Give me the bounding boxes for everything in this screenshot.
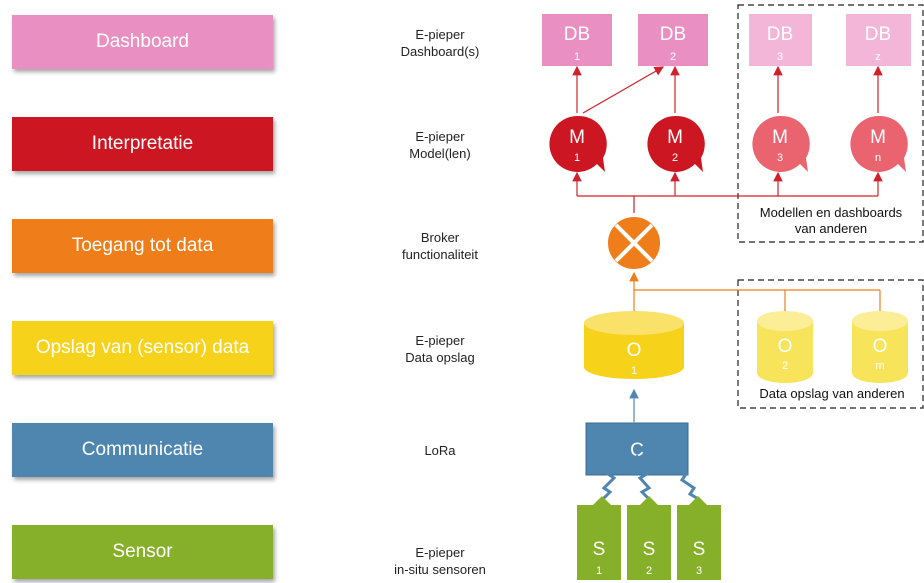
- layer-opslag: Opslag van (sensor) data: [12, 321, 273, 375]
- desc-line: Dashboard(s): [400, 44, 480, 59]
- sensor-s-2: S 2: [627, 505, 671, 580]
- sensor-antenna: [688, 496, 708, 506]
- desc-interpretatie: E-pieper Model(len): [360, 128, 520, 162]
- model-label: M: [870, 127, 886, 148]
- model-sub: 1: [574, 152, 580, 164]
- layer-sensor: Sensor: [12, 525, 273, 579]
- storage-label: O: [873, 336, 888, 357]
- desc-line: E-pieper: [415, 129, 465, 144]
- desc-line: E-pieper: [415, 333, 465, 348]
- signal-icon: [633, 454, 652, 502]
- note-storage-others: Data opslag van anderen: [759, 386, 905, 401]
- model-m-3: M 3: [752, 115, 810, 172]
- group-models-dashboards: [737, 4, 924, 243]
- model-label: M: [569, 127, 585, 148]
- db-label: DB: [865, 24, 891, 45]
- db-sub: z: [875, 51, 881, 63]
- desc-line: in-situ sensoren: [394, 562, 486, 577]
- dashboard-db-z: DB z: [846, 14, 911, 66]
- desc-line: Broker: [420, 230, 460, 245]
- model-sub: n: [875, 152, 881, 164]
- db-label: DB: [660, 24, 686, 45]
- desc-toegang: Broker functionaliteit: [360, 229, 520, 263]
- comm-label: C: [630, 440, 644, 461]
- sensor-label: S: [693, 539, 706, 560]
- desc-sensor: E-pieper in-situ sensoren: [360, 544, 520, 578]
- db-sub: 2: [670, 51, 676, 63]
- model-m-2: M 2: [647, 115, 705, 172]
- model-sub: 3: [777, 152, 783, 164]
- sensor-sub: 1: [596, 565, 602, 577]
- model-m-n: M n: [850, 115, 908, 172]
- storage-label: O: [627, 340, 642, 361]
- desc-line: E-pieper: [415, 27, 465, 42]
- broker-icon: [606, 215, 662, 271]
- storage-o-1: O 1: [584, 311, 684, 379]
- group-storage-others: [737, 279, 924, 409]
- dashboard-db-2: DB 2: [638, 14, 708, 66]
- storage-label: O: [778, 336, 793, 357]
- storage-o-2: O 2: [757, 311, 813, 383]
- note-models-dashboards: Modellen en dashboards van anderen: [742, 205, 920, 237]
- arrow-line: [582, 66, 665, 114]
- desc-line: LoRa: [424, 443, 456, 458]
- desc-communicatie: LoRa: [360, 442, 520, 459]
- desc-line: Model(len): [409, 146, 471, 161]
- signal-icon: [666, 460, 701, 502]
- sensor-label: S: [593, 539, 606, 560]
- dashboard-db-3: DB 3: [749, 14, 812, 66]
- db-label: DB: [767, 24, 793, 45]
- note-line: Modellen en dashboards: [759, 205, 903, 220]
- sensor-antenna: [592, 496, 612, 506]
- sensor-s-1: S 1: [577, 505, 621, 580]
- layer-communicatie: Communicatie: [12, 423, 273, 477]
- layer-interpretatie: Interpretatie: [12, 117, 273, 171]
- sensor-antenna: [639, 496, 659, 506]
- sensor-sub: 2: [646, 565, 652, 577]
- dashboard-db-1: DB 1: [542, 14, 612, 66]
- model-label: M: [772, 127, 788, 148]
- db-label: DB: [564, 24, 590, 45]
- storage-sub: 1: [631, 365, 637, 377]
- storage-sub: m: [875, 360, 884, 372]
- sensor-sub: 3: [696, 565, 702, 577]
- db-sub: 3: [777, 51, 783, 63]
- storage-sub: 2: [782, 360, 788, 372]
- signal-icon: [600, 458, 624, 502]
- desc-opslag: E-pieper Data opslag: [360, 332, 520, 366]
- model-m-1: M 1: [549, 115, 607, 172]
- model-label: M: [667, 127, 683, 148]
- db-sub: 1: [574, 51, 580, 63]
- model-sub: 2: [672, 152, 678, 164]
- sensor-label: S: [643, 539, 656, 560]
- sensor-s-3: S 3: [677, 505, 721, 580]
- desc-line: Data opslag: [405, 350, 475, 365]
- layer-toegang: Toegang tot data: [12, 219, 273, 273]
- desc-line: E-pieper: [415, 545, 465, 560]
- storage-o-m: O m: [852, 311, 908, 383]
- desc-dashboard: E-pieper Dashboard(s): [360, 26, 520, 60]
- desc-line: functionaliteit: [402, 247, 478, 262]
- note-line: van anderen: [794, 221, 868, 236]
- layer-dashboard: Dashboard: [12, 15, 273, 69]
